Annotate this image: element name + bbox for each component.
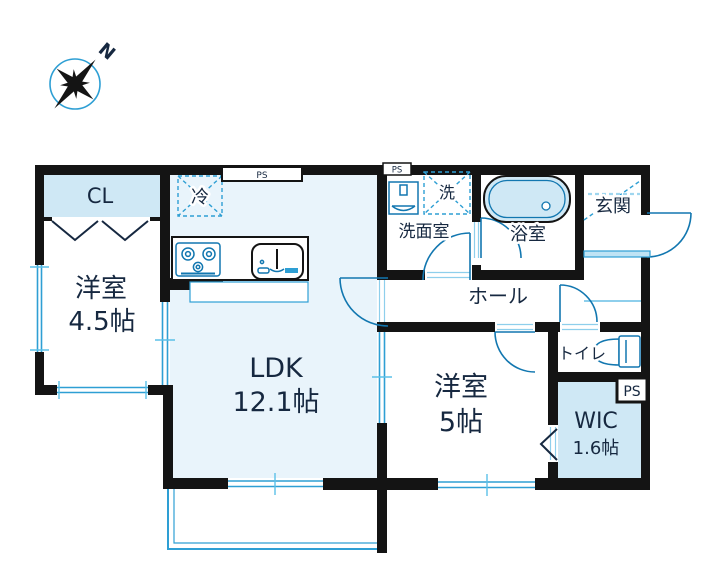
door-swings xyxy=(339,212,692,373)
wic-size: 1.6帖 xyxy=(573,438,620,459)
bathroom-label: 浴室 xyxy=(510,224,546,245)
entrance-details xyxy=(583,180,651,258)
bathtub-icon xyxy=(483,175,571,223)
entrance-label: 玄関 xyxy=(595,196,631,217)
bathroom-door xyxy=(480,217,522,259)
closet-folding-door xyxy=(44,217,162,242)
washbasin-icon xyxy=(388,181,419,215)
bedroom1-label: 洋室 xyxy=(75,274,127,304)
windows xyxy=(30,265,535,496)
balcony xyxy=(167,489,384,550)
ldk-balcony-sliding-window xyxy=(228,473,323,495)
pipe-spaces: PS PS PS xyxy=(221,162,649,404)
ldk-hall-door xyxy=(339,277,389,327)
kitchen-counter xyxy=(171,236,309,303)
washer-label: 洗 xyxy=(439,183,455,202)
stove-icon xyxy=(175,242,221,277)
bedroom1-left-window xyxy=(30,265,49,352)
wic-folding-door xyxy=(539,428,558,461)
washroom-door xyxy=(422,232,471,281)
refrigerator-label: 冷 xyxy=(191,187,209,208)
entrance-step xyxy=(583,250,651,258)
ps-wic-label: PS xyxy=(623,384,640,400)
bedroom1-sliding-door xyxy=(155,302,175,385)
bedroom1-bottom-window xyxy=(57,381,148,399)
washer-space: 洗 xyxy=(423,171,471,215)
walls xyxy=(35,165,650,553)
sink-icon xyxy=(251,243,304,280)
refrigerator-space: 冷 xyxy=(177,175,223,217)
wic-label: WIC xyxy=(574,409,618,434)
washroom-label: 洗面室 xyxy=(399,222,450,242)
hall-label: ホール xyxy=(468,284,528,308)
ps-ldk-label: PS xyxy=(256,171,267,181)
ldk-size: 12.1帖 xyxy=(232,387,319,418)
toilet-door xyxy=(559,284,598,323)
closet-label: CL xyxy=(87,184,114,208)
room-labels: CL 洋室 4.5帖 LDK 12.1帖 洗面室 浴室 玄関 ホール 洋室 5帖… xyxy=(68,184,633,459)
bedroom2-label: 洋室 xyxy=(434,372,488,403)
ldk-floor xyxy=(170,174,377,478)
closet-floor xyxy=(44,174,160,217)
bedroom2-bottom-window xyxy=(438,474,535,496)
toilet-icon xyxy=(593,335,641,368)
bedroom1-size: 4.5帖 xyxy=(68,307,135,337)
ldk-bedroom2-sliding-door xyxy=(372,332,392,423)
bedroom2-door xyxy=(494,331,536,373)
toilet-label: トイレ xyxy=(558,344,606,363)
ldk-label: LDK xyxy=(249,353,304,384)
entrance-door xyxy=(646,212,692,258)
bedroom2-size: 5帖 xyxy=(439,407,483,438)
ps-washroom-label: PS xyxy=(392,166,403,176)
